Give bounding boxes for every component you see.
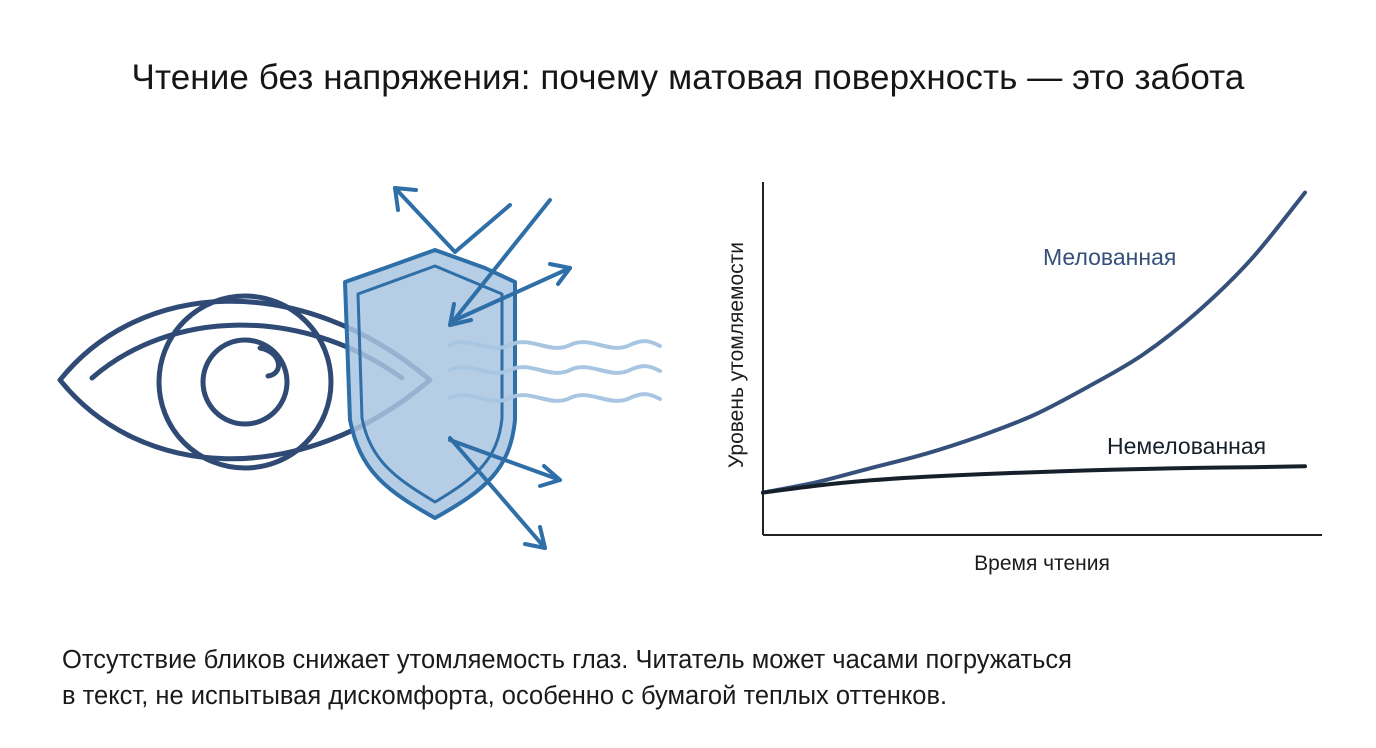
illustration: [57, 186, 662, 550]
reflection-arrow-icon: [393, 186, 572, 550]
caption: Отсутствие бликов снижает утомляемость г…: [62, 642, 1322, 714]
page-title: Чтение без напряжения: почему матовая по…: [131, 58, 1245, 97]
series-label-uncoated: Немелованная: [1107, 433, 1266, 459]
fatigue-chart: Уровень утомляемости Время чтения Мелова…: [725, 182, 1322, 575]
shield-icon: [343, 248, 517, 520]
y-axis-label: Уровень утомляемости: [725, 242, 748, 468]
caption-line-2: в текст, не испытывая дискомфорта, особе…: [62, 682, 948, 710]
series-label-coated: Мелованная: [1043, 244, 1176, 270]
caption-line-1: Отсутствие бликов снижает утомляемость г…: [62, 646, 1072, 674]
series-line-uncoated: [761, 464, 1307, 495]
light-wave-icon: [448, 339, 662, 403]
x-axis-label: Время чтения: [974, 552, 1110, 575]
series-line-coated: [761, 190, 1307, 495]
